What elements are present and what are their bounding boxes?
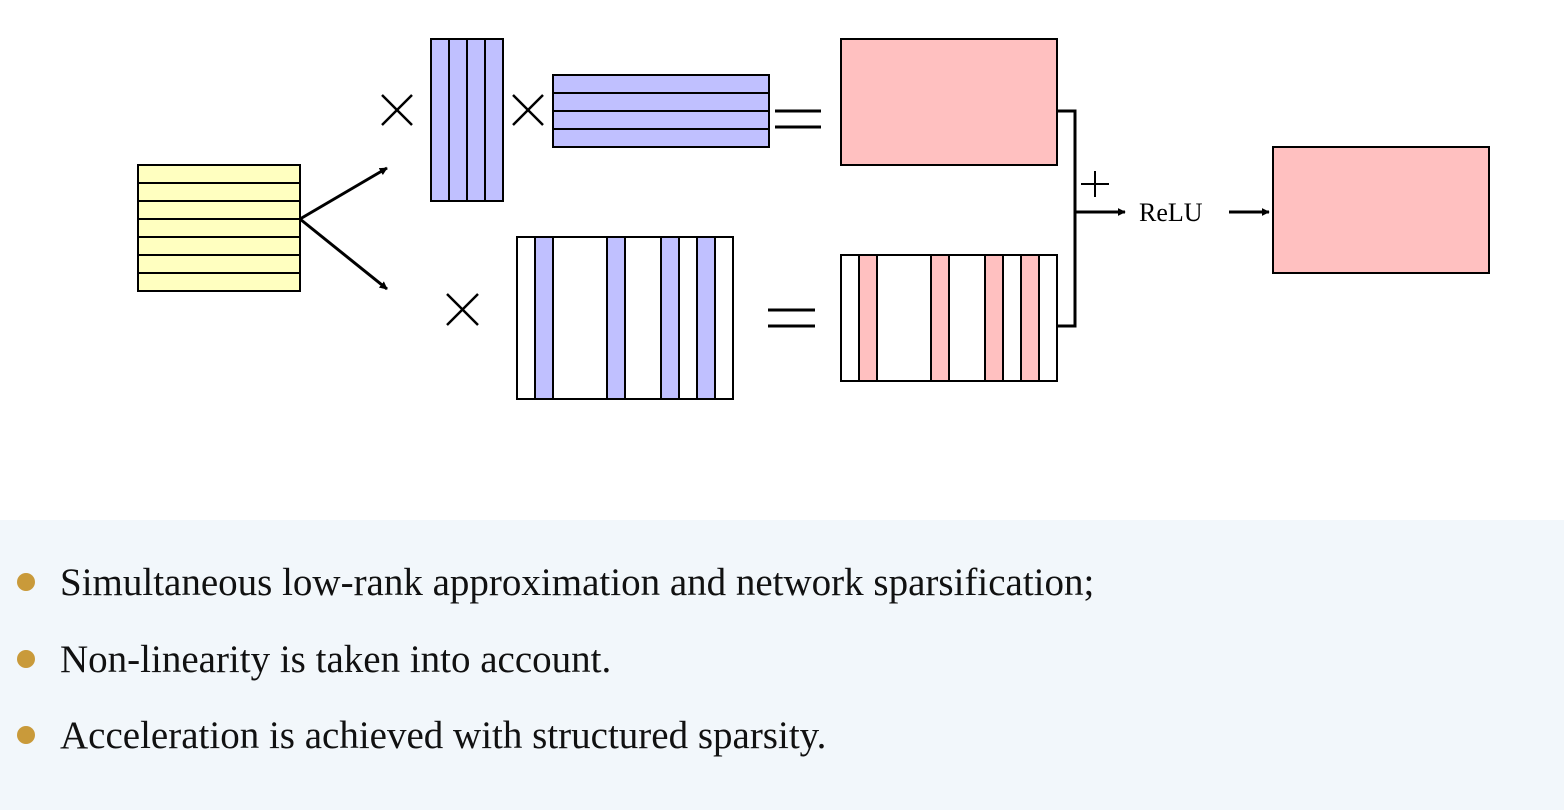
- bullet-item: Simultaneous low-rank approximation and …: [0, 553, 1560, 613]
- low-rank-factor-v: [552, 74, 770, 148]
- bullet-text: Acceleration is achieved with structured…: [60, 714, 827, 757]
- arrow-upper-branch: [299, 166, 388, 221]
- low-rank-factor-u: [430, 38, 504, 202]
- bullet-text: Non-linearity is taken into account.: [60, 638, 612, 681]
- sum-bracket: [1057, 109, 1077, 328]
- sparse-output: [840, 254, 1058, 382]
- low-rank-output: [840, 38, 1058, 166]
- relu-label: ReLU: [1139, 198, 1203, 227]
- final-output: [1272, 146, 1490, 274]
- equals-symbol: [775, 109, 821, 129]
- bullet-icon: [17, 726, 35, 744]
- diagram-area: ReLU: [137, 38, 1490, 400]
- equals-symbol: [768, 308, 815, 328]
- times-symbol: [381, 94, 413, 126]
- bullets-panel: Simultaneous low-rank approximation and …: [0, 520, 1564, 810]
- arrow-lower-branch: [299, 217, 388, 291]
- times-symbol: [512, 94, 544, 126]
- plus-symbol: [1081, 171, 1109, 197]
- bullet-item: Acceleration is achieved with structured…: [0, 706, 1560, 766]
- bullet-icon: [17, 573, 35, 591]
- bullet-text: Simultaneous low-rank approximation and …: [60, 561, 1095, 604]
- times-symbol: [446, 293, 479, 326]
- bullet-item: Non-linearity is taken into account.: [0, 630, 1560, 690]
- decomposition-diagram: ReLU: [137, 38, 1490, 400]
- sparse-matrix: [516, 236, 734, 400]
- input-matrix: [137, 164, 301, 292]
- bullet-icon: [17, 650, 35, 668]
